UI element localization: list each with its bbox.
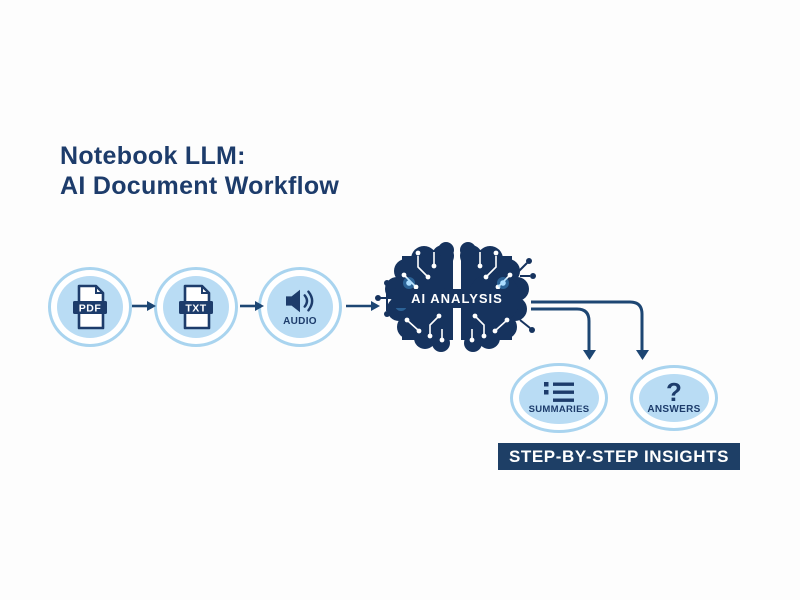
node-audio: AUDIO [258,267,342,347]
arrow-brain-to-answers [531,300,644,350]
page-title: Notebook LLM: AI Document Workflow [60,141,339,201]
node-answers: ? ANSWERS [630,365,718,431]
bullet-list-icon [544,382,574,402]
circuit-brain-icon: AI ANALYSIS [375,242,536,352]
node-answers-inner: ? ANSWERS [639,374,709,422]
ai-analysis-band [394,289,520,308]
insights-banner: STEP-BY-STEP INSIGHTS [498,443,740,470]
txt-label: TXT [185,303,206,315]
summaries-label: SUMMARIES [528,404,590,415]
insights-banner-label: STEP-BY-STEP INSIGHTS [508,446,730,466]
node-pdf-inner: PDF [57,276,123,338]
arrow-pdf-to-txt [132,301,156,311]
speaker-icon [286,289,314,313]
answers-label: ANSWERS [647,404,701,415]
arrow-audio-to-brain [346,301,380,311]
pdf-label: PDF [79,303,102,315]
node-txt-inner: TXT [163,276,229,338]
pdf-file-icon: PDF [73,284,107,330]
node-txt: TXT [154,267,238,347]
audio-label: AUDIO [283,316,317,327]
page-title-line2: AI Document Workflow [60,172,340,200]
ai-analysis-label: AI ANALYSIS [411,291,503,306]
node-ai-analysis: AI ANALYSIS [372,236,542,364]
node-pdf: PDF [48,267,132,347]
node-summaries-inner: SUMMARIES [519,372,599,424]
page-title-line1: Notebook LLM: [60,142,246,170]
arrow-txt-to-audio [240,301,264,311]
txt-file-icon: TXT [179,284,213,330]
node-audio-inner: AUDIO [267,276,333,338]
question-mark-icon: ? [666,377,682,407]
node-summaries: SUMMARIES [510,363,608,433]
